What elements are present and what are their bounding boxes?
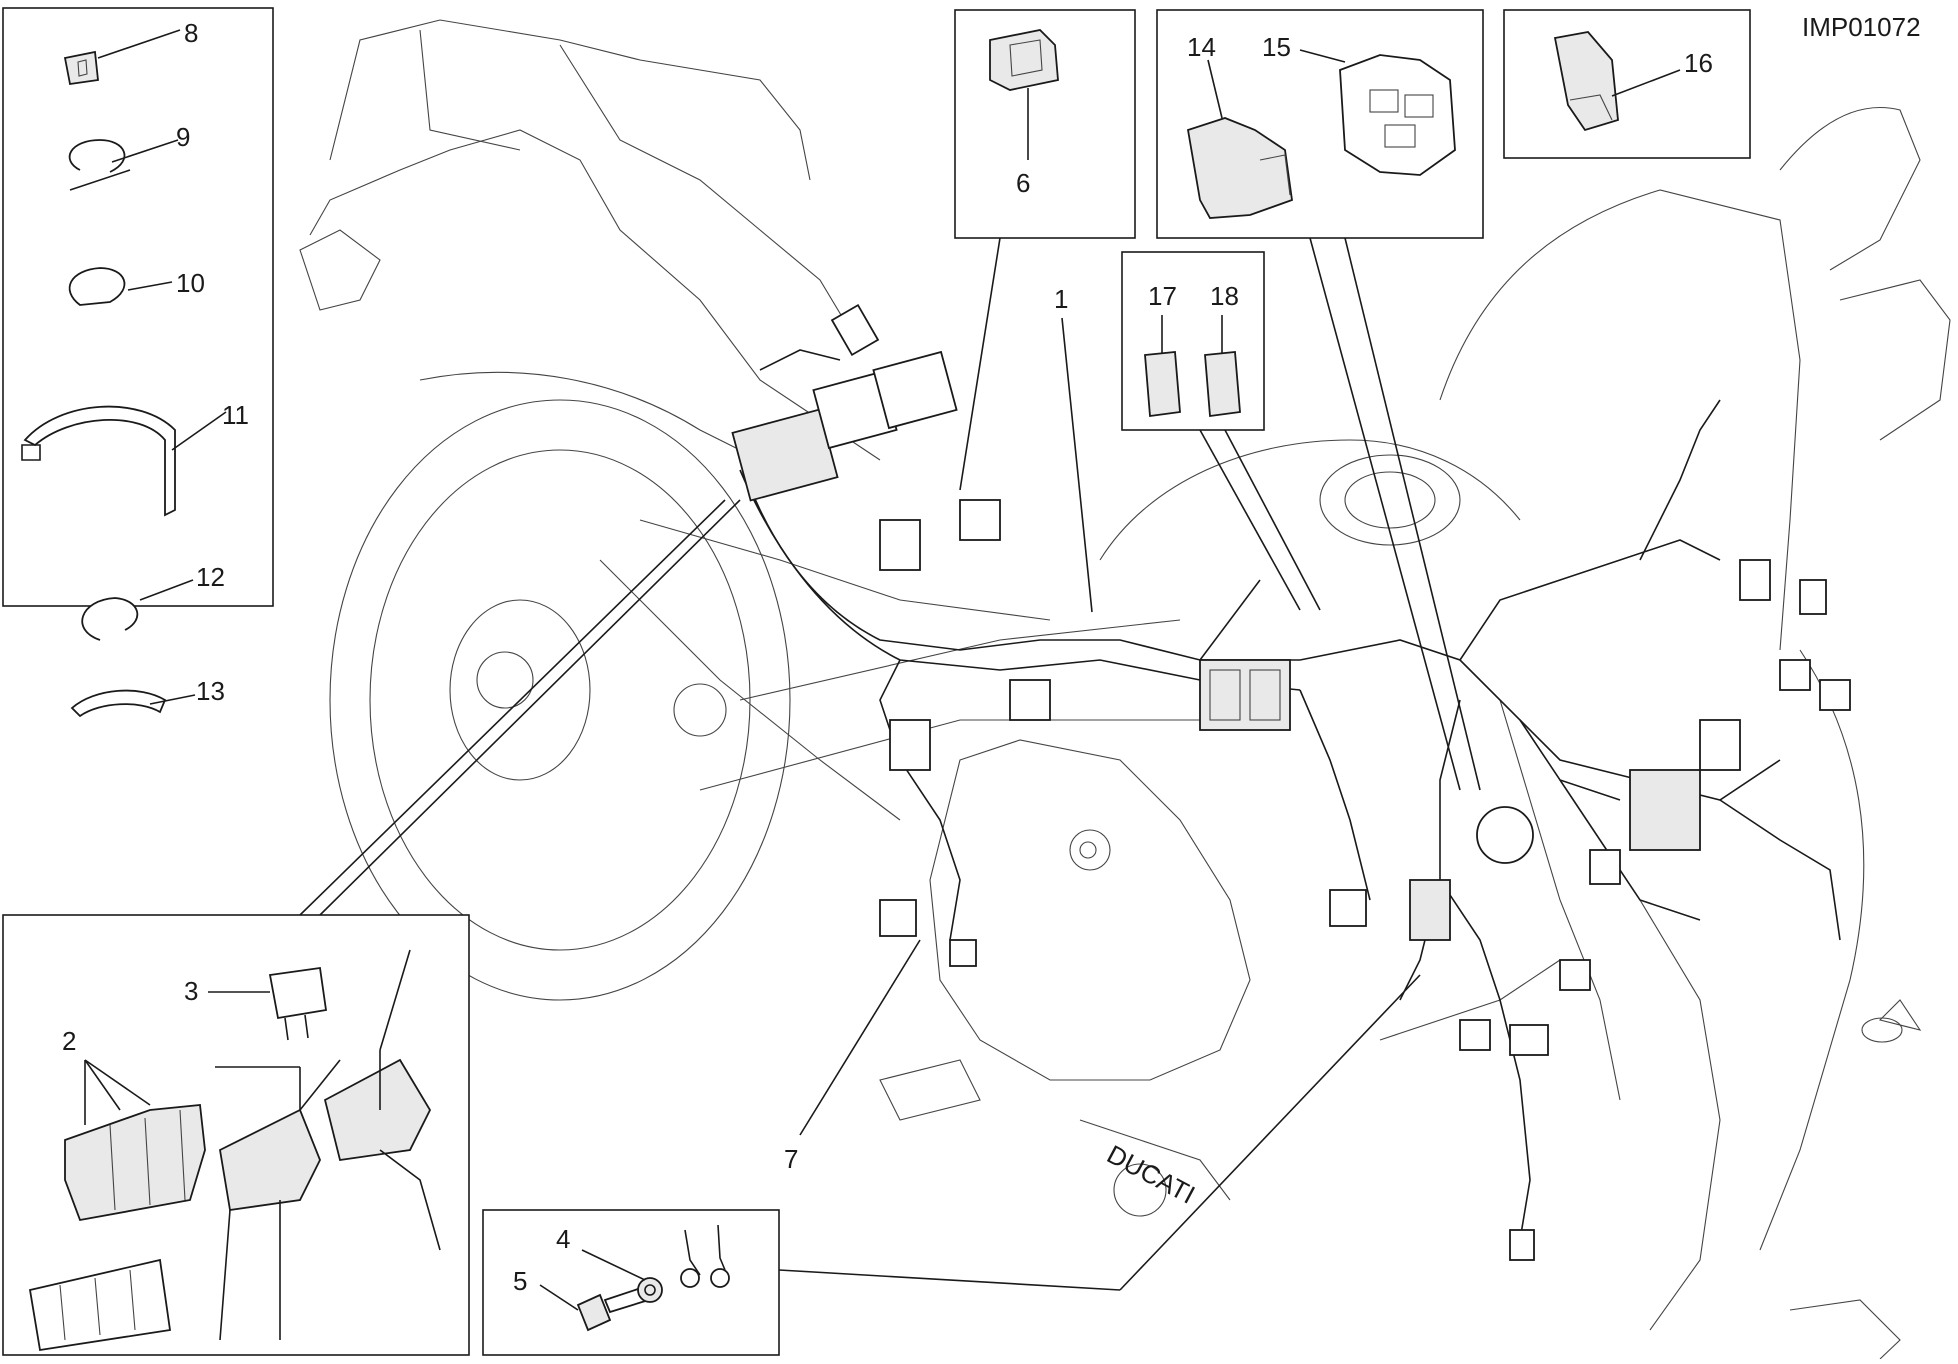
detail-box-holders-14-15: 14 15 [1156,9,1484,791]
callout-13: 13 [196,676,225,706]
rear-fuse-relay-unit [731,303,958,502]
callout-12: 12 [196,562,225,592]
engine-brand-text: DUCATI [1102,1139,1200,1210]
callout-1: 1 [1054,284,1068,314]
bolt-head-icon [576,1293,612,1332]
detail-box-plugs-17-18: 17 18 [1121,251,1321,611]
grommet-icon [63,50,99,86]
fuse-holder-icon [64,1104,206,1222]
callout-7: 7 [784,1144,798,1174]
callout-3: 3 [184,976,198,1006]
connector-icon [989,29,1059,91]
callout-15: 15 [1262,32,1291,62]
callout-17: 17 [1148,281,1177,311]
cable-clip-icon [68,267,126,306]
callout-2: 2 [62,1026,76,1056]
detail-box-connector-6: 6 [954,9,1136,491]
washer-icon [637,1277,663,1303]
callout-18: 18 [1210,281,1239,311]
detail-box-clips-ties: 8 9 10 11 12 13 [2,7,274,718]
detail-box-fasteners: 5 4 [482,974,1421,1356]
callout-5: 5 [513,1266,527,1296]
cable-tie-icon [23,405,176,517]
relay-icon [323,1058,432,1162]
callout-16: 16 [1684,48,1713,78]
fuse-icon [268,966,328,1020]
cable-tie-icon [70,689,167,718]
main-wiring-harness [739,399,1851,1261]
plug-icon [1204,351,1241,418]
cable-clip-icon [68,139,126,173]
relay-icon [219,1108,321,1212]
drawing-code: IMP01072 [1802,12,1921,42]
protective-cap-icon [1553,31,1619,132]
detail-box-fuses-relays: 3 2 [2,499,741,1356]
callout-10: 10 [176,268,205,298]
plug-icon [1144,351,1181,418]
connector-bracket-icon [1339,54,1456,176]
detail-box-cap-16: 16 [1503,9,1751,159]
callout-11: 11 [222,400,249,430]
callout-6: 6 [1016,168,1030,198]
rubber-holder-icon [1186,117,1293,219]
callout-4: 4 [556,1224,570,1254]
harness-callouts: 1 7 [784,284,1093,1174]
callout-9: 9 [176,122,190,152]
callout-8: 8 [184,18,198,48]
callout-14: 14 [1187,32,1216,62]
cable-clip-icon [81,597,139,641]
